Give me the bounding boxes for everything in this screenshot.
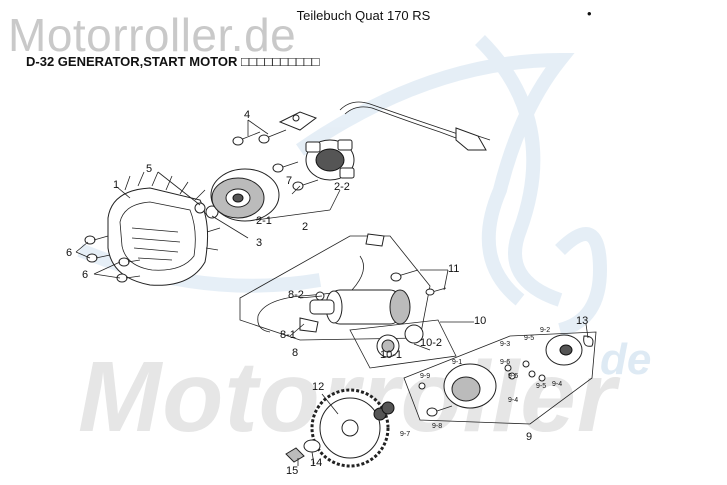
circlip-part xyxy=(583,335,594,347)
callout-12: 12 xyxy=(312,381,324,393)
subcallout-9-1: 9-1 xyxy=(452,359,462,366)
callout-9: 9 xyxy=(526,431,532,443)
subcallout-9-9: 9-9 xyxy=(420,373,430,380)
leader-lines xyxy=(75,119,589,466)
callout-13: 13 xyxy=(576,315,588,327)
subcallout-9-2: 9-2 xyxy=(540,327,550,334)
callout-10-1: 10-1 xyxy=(380,349,402,361)
callout-8-1: 8-1 xyxy=(280,329,296,341)
callout-8: 8 xyxy=(292,347,298,359)
callout-11: 11 xyxy=(448,263,459,275)
callout-6-upper: 6 xyxy=(66,247,72,259)
corner-mark: • xyxy=(587,6,592,21)
subcallout-9-6a: 9-6 xyxy=(500,359,510,366)
stator-coil xyxy=(305,139,355,181)
subcallout-9-8: 9-8 xyxy=(432,423,442,430)
subcallout-9-4b: 9-4 xyxy=(552,381,562,388)
screw-part xyxy=(272,161,319,191)
screw-part xyxy=(390,269,447,296)
section-title: D-32 GENERATOR,START MOTOR □□□□□□□□□□ xyxy=(26,54,320,69)
washer-part xyxy=(194,202,206,214)
stator-wire xyxy=(339,101,459,135)
callout-2: 2 xyxy=(302,221,308,233)
callout-7: 7 xyxy=(286,175,292,187)
wire-connector xyxy=(455,127,487,151)
washer-part xyxy=(205,205,219,219)
subcallout-9-5b: 9-5 xyxy=(536,383,546,390)
callout-8-2: 8-2 xyxy=(288,289,304,301)
callout-10: 10 xyxy=(474,315,486,327)
callout-2-2: 2-2 xyxy=(334,181,350,193)
callout-4: 4 xyxy=(244,109,250,121)
book-title: Teilebuch Quat 170 RS xyxy=(296,8,431,23)
subcallout-9-3: 9-3 xyxy=(500,341,510,348)
callout-10-2: 10-2 xyxy=(420,337,442,349)
watermark-suffix: de xyxy=(600,335,652,384)
screw-part xyxy=(84,235,141,283)
flywheel-rotor xyxy=(210,168,280,222)
pickup-bracket xyxy=(278,111,318,131)
callout-5: 5 xyxy=(146,163,152,175)
subcallout-9-5a: 9-5 xyxy=(524,335,534,342)
idle-gear-group xyxy=(349,319,457,369)
sub-callout-labels: 9-1 9-2 9-3 9-4 9-4 9-5 9-5 9-6 9-6 9-7 … xyxy=(400,327,562,438)
washer-part xyxy=(303,439,321,453)
starter-clutch-group xyxy=(403,331,597,425)
callout-3: 3 xyxy=(256,237,262,249)
callout-labels: 1 2 2-1 2-2 3 4 5 6 6 7 8 8-1 8-2 9 10 1… xyxy=(66,109,588,477)
nut-part xyxy=(285,447,305,463)
starter-gear xyxy=(310,388,395,468)
screw-part xyxy=(232,129,287,146)
subcallout-9-7: 9-7 xyxy=(400,431,410,438)
callout-14: 14 xyxy=(310,457,322,469)
fan-cover xyxy=(107,171,221,286)
callout-1: 1 xyxy=(113,179,119,191)
callout-2-1: 2-1 xyxy=(256,215,272,227)
callout-15: 15 xyxy=(286,465,298,477)
subcallout-9-6b: 9-6 xyxy=(508,373,518,380)
subcallout-9-4a: 9-4 xyxy=(508,397,518,404)
watermark-top: Motorroller.de xyxy=(8,9,297,61)
starter-motor-group xyxy=(239,233,431,341)
callout-6-lower: 6 xyxy=(82,269,88,281)
